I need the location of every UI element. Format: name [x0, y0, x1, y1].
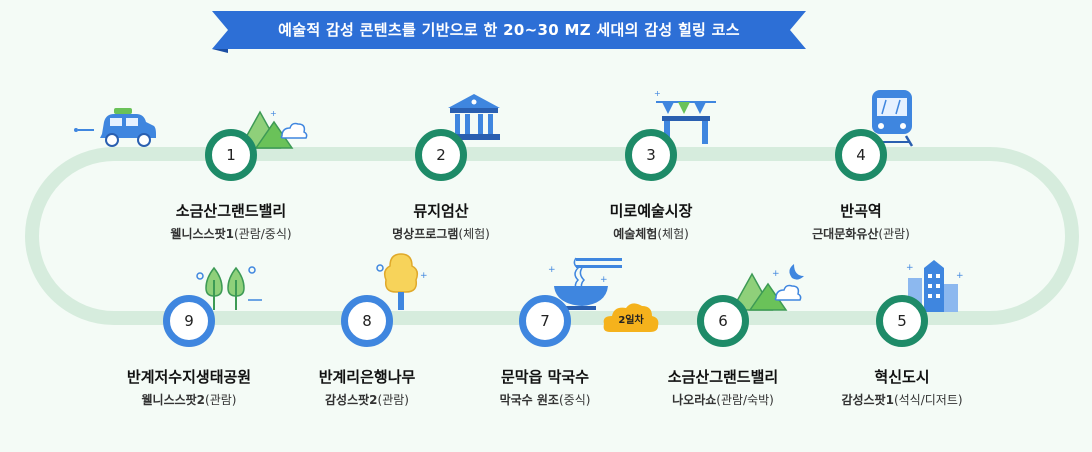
stop-6-title: 소금산그랜드밸리 — [667, 368, 779, 386]
stop-8-number: 8 — [362, 312, 372, 330]
stop-4-subtitle: 근대문화유산(관람) — [812, 227, 910, 241]
stop-3-number: 3 — [646, 146, 656, 164]
stop-5-number: 5 — [897, 312, 907, 330]
svg-text:+: + — [420, 271, 428, 281]
svg-text:+: + — [772, 269, 780, 279]
mountain-moon-icon: + — [730, 264, 804, 311]
stop-9-number: 9 — [184, 312, 194, 330]
svg-text:+: + — [956, 271, 964, 281]
stop-8-title: 반계리은행나무 — [318, 368, 416, 386]
stop-4-title: 반곡역 — [840, 202, 882, 220]
stop-1-label: 소금산그랜드밸리 웰니스스팟1(관람/중식) — [131, 200, 331, 242]
stop-4-circle[interactable]: 4 — [835, 129, 887, 181]
stop-3-subtitle: 예술체험(체험) — [613, 227, 689, 241]
svg-text:+: + — [906, 263, 914, 273]
stop-7-title: 문막읍 막국수 — [500, 368, 590, 386]
svg-text:+: + — [548, 265, 556, 275]
banner-title: 예술적 감성 콘텐츠를 기반으로 한 20~30 MZ 세대의 감성 힐링 코스 — [278, 21, 740, 39]
svg-text:+: + — [600, 275, 608, 285]
stop-7-circle[interactable]: 7 — [519, 295, 571, 347]
stop-3-title: 미로예술시장 — [609, 202, 693, 220]
stop-5-circle[interactable]: 5 — [876, 295, 928, 347]
museum-icon — [448, 94, 500, 140]
stop-1-number: 1 — [226, 146, 236, 164]
stop-9-subtitle: 웰니스스팟2(관람) — [141, 393, 237, 407]
noodle-bowl-icon: + + — [548, 257, 622, 310]
svg-text:+: + — [654, 89, 661, 98]
stop-6-number: 6 — [718, 312, 728, 330]
stop-6-circle[interactable]: 6 — [697, 295, 749, 347]
stop-1-title: 소금산그랜드밸리 — [175, 202, 287, 220]
train-icon — [870, 90, 914, 147]
stop-8-circle[interactable]: 8 — [341, 295, 393, 347]
stop-2-circle[interactable]: 2 — [415, 129, 467, 181]
car-icon — [74, 108, 156, 147]
stop-2-subtitle: 명상프로그램(체험) — [392, 227, 490, 241]
stop-1-subtitle: 웰니스스팟1(관람/중식) — [170, 227, 292, 241]
stop-6-label: 소금산그랜드밸리 나오라쇼(관람/숙박) — [623, 366, 823, 408]
day2-cloud-badge — [603, 303, 659, 332]
stop-8-label: 반계리은행나무 감성스팟2(관람) — [267, 366, 467, 408]
stop-7-number: 7 — [540, 312, 550, 330]
stop-1-circle[interactable]: 1 — [205, 129, 257, 181]
stop-6-subtitle: 나오라쇼(관람/숙박) — [672, 393, 774, 407]
market-gate-icon: + — [654, 89, 716, 144]
stop-5-subtitle: 감성스팟1(석식/디저트) — [841, 393, 963, 407]
svg-text:+: + — [270, 109, 277, 118]
stop-4-number: 4 — [856, 146, 866, 164]
stop-8-subtitle: 감성스팟2(관람) — [325, 393, 409, 407]
trees-icon — [196, 266, 262, 310]
stop-2-title: 뮤지엄산 — [413, 202, 469, 220]
stop-7-label: 문막읍 막국수 막국수 원조(중식) — [445, 366, 645, 408]
stop-4-label: 반곡역 근대문화유산(관람) — [761, 200, 961, 242]
stop-5-label: 혁신도시 감성스팟1(석식/디저트) — [802, 366, 1002, 408]
stop-3-circle[interactable]: 3 — [625, 129, 677, 181]
stop-9-title: 반계저수지생태공원 — [126, 368, 252, 386]
stop-3-label: 미로예술시장 예술체험(체험) — [551, 200, 751, 242]
stop-9-circle[interactable]: 9 — [163, 295, 215, 347]
mountain-icon: + — [238, 109, 308, 149]
day2-badge-label: 2일차 — [618, 315, 644, 326]
banner-ribbon — [212, 11, 806, 53]
stop-5-title: 혁신도시 — [874, 368, 930, 386]
stop-7-subtitle: 막국수 원조(중식) — [499, 393, 591, 407]
stop-9-label: 반계저수지생태공원 웰니스스팟2(관람) — [89, 366, 289, 408]
stop-2-label: 뮤지엄산 명상프로그램(체험) — [341, 200, 541, 242]
ginkgo-tree-icon: + — [376, 253, 428, 310]
stop-2-number: 2 — [436, 146, 446, 164]
